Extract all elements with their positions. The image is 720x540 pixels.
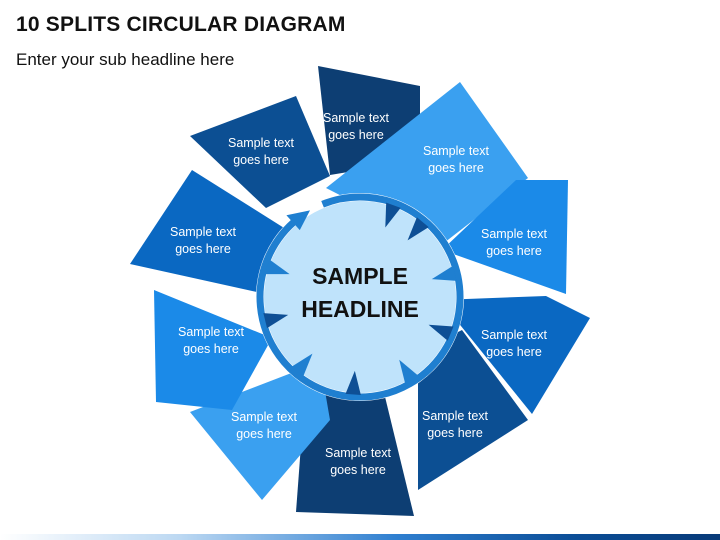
segment-label-line-1: Sample text xyxy=(422,409,489,423)
segment-label-line-2: goes here xyxy=(183,342,239,356)
segment-panel-8 xyxy=(154,290,272,410)
hub-notch-1 xyxy=(407,217,429,241)
center-headline-line-2: HEADLINE xyxy=(301,296,419,322)
segment-panel-9 xyxy=(130,170,300,294)
segment-label-1: Sample text goes here xyxy=(323,111,390,142)
segment-label-line-2: goes here xyxy=(233,153,289,167)
hub-notch-3 xyxy=(428,324,454,341)
footer-gradient-bar xyxy=(0,534,720,540)
hub-circle xyxy=(264,201,456,393)
segment-label-4: Sample text goes here xyxy=(481,328,548,359)
segment-label-line-2: goes here xyxy=(175,242,231,256)
segment-panel-3 xyxy=(442,180,568,294)
cycle-arrowhead xyxy=(286,210,310,231)
segment-label-line-1: Sample text xyxy=(178,325,245,339)
hub-notch-5 xyxy=(345,370,361,395)
hub-notches xyxy=(263,202,457,395)
segment-label-line-1: Sample text xyxy=(481,328,548,342)
segment-label-line-2: goes here xyxy=(486,345,542,359)
segment-label-3: Sample text goes here xyxy=(481,227,548,258)
slide-subtitle: Enter your sub headline here xyxy=(16,50,235,69)
segment-label-line-1: Sample text xyxy=(325,446,392,460)
hub-notch-7 xyxy=(263,313,289,329)
slide-title: 10 SPLITS CIRCULAR DIAGRAM xyxy=(16,13,346,36)
segment-label-5: Sample text goes here xyxy=(422,409,489,440)
segment-label-10: Sample text goes here xyxy=(228,136,295,167)
segment-label-line-2: goes here xyxy=(486,244,542,258)
cycle-arrow-ring xyxy=(256,193,464,401)
segment-label-line-1: Sample text xyxy=(228,136,295,150)
segment-label-9: Sample text goes here xyxy=(170,225,237,256)
segment-label-7: Sample text goes here xyxy=(231,410,298,441)
segment-label-line-2: goes here xyxy=(236,427,292,441)
segment-panel-5 xyxy=(418,330,528,490)
segment-label-line-1: Sample text xyxy=(481,227,548,241)
hub-notch-6 xyxy=(291,353,313,377)
segment-label-6: Sample text goes here xyxy=(325,446,392,477)
segment-label-line-1: Sample text xyxy=(323,111,390,125)
segment-label-line-1: Sample text xyxy=(170,225,237,239)
segment-label-line-1: Sample text xyxy=(423,144,490,158)
hub-notch-2 xyxy=(431,265,457,281)
hub-notch-9 xyxy=(385,202,401,228)
segment-label-line-2: goes here xyxy=(328,128,384,142)
segment-label-line-1: Sample text xyxy=(231,410,298,424)
hub-notch-4 xyxy=(399,359,419,384)
segment-label-line-2: goes here xyxy=(427,426,483,440)
segment-label-line-2: goes here xyxy=(428,161,484,175)
diagram-hub: SAMPLE HEADLINE xyxy=(256,193,464,401)
segment-panel-7 xyxy=(190,362,330,500)
hub-notch-8 xyxy=(264,259,290,275)
segment-label-line-2: goes here xyxy=(330,463,386,477)
segment-label-8: Sample text goes here xyxy=(178,325,245,356)
center-headline-line-1: SAMPLE xyxy=(312,263,408,289)
segment-panel-10 xyxy=(190,96,330,208)
segment-panels xyxy=(130,66,590,516)
segment-label-2: Sample text goes here xyxy=(423,144,490,175)
segment-panel-4 xyxy=(440,296,590,414)
